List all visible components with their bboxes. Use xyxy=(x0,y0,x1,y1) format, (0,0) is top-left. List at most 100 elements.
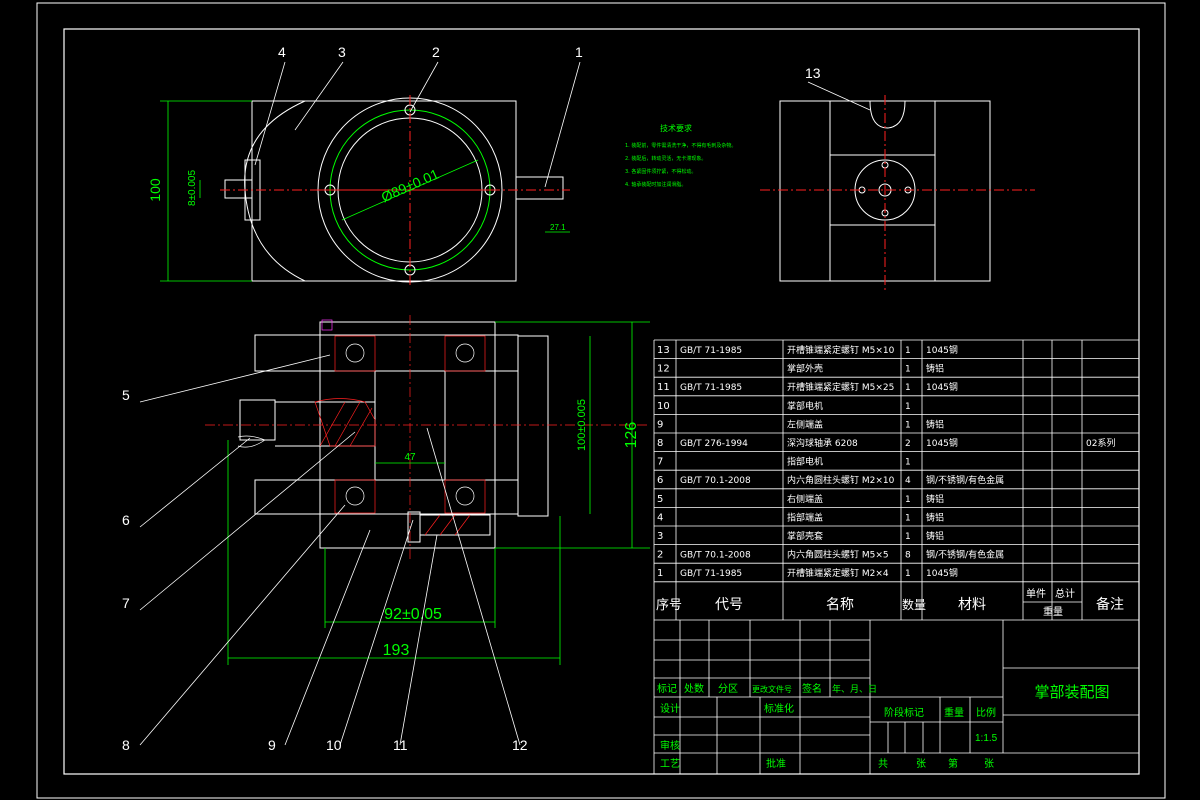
balloon-1: 1 xyxy=(575,44,583,60)
bearing-upper-right xyxy=(444,335,486,372)
note-line-3: 3. 各紧固件须拧紧，不得松动。 xyxy=(625,168,696,175)
tb-sheet-no: 第 xyxy=(948,757,958,770)
bom-h-material: 材料 xyxy=(958,597,986,613)
dim-top-height: 100 xyxy=(147,178,163,202)
bom-cell-no: 8 xyxy=(657,438,663,449)
tb-zone: 分区 xyxy=(718,683,738,695)
bom-cell-name: 掌部壳套 xyxy=(787,530,823,542)
bom-cell-name: 掌部电机 xyxy=(787,400,823,412)
dim-top-shaft: 8±0.005 xyxy=(187,170,198,207)
hatch-2 xyxy=(334,401,361,447)
leader-2 xyxy=(409,61,439,113)
bom-cell-code: GB/T 276-1994 xyxy=(680,439,748,449)
bom-h-code: 代号 xyxy=(715,597,743,613)
balloon-4: 4 xyxy=(278,44,286,60)
top-left-shaft xyxy=(224,179,253,199)
bom-cell-no: 4 xyxy=(657,512,663,523)
bom-cell-code: GB/T 70.1-2008 xyxy=(680,476,751,486)
bom-cell-material: 铸铝 xyxy=(926,493,944,505)
leader-11 xyxy=(399,534,438,746)
tb-stage: 阶段标记 xyxy=(884,706,924,719)
leader-12 xyxy=(426,427,521,746)
bearing-ball-ul xyxy=(345,343,365,363)
tb-mark: 标记 xyxy=(657,683,677,695)
bearing-upper-left xyxy=(334,335,376,372)
tb-date: 年、月、日 xyxy=(832,683,877,695)
balloon-10: 10 xyxy=(326,737,342,753)
bom-h-no: 序号 xyxy=(656,598,682,613)
bearing-lower-left xyxy=(334,479,376,514)
bom-cell-material: 1045钢 xyxy=(926,437,958,449)
balloon-leaders xyxy=(139,61,871,746)
front-right-boss xyxy=(517,335,549,517)
tb-review: 审核 xyxy=(660,739,680,752)
bom-cell-material: 钢/不锈钢/有色金属 xyxy=(926,549,1004,561)
top-right-shaft xyxy=(515,176,564,200)
leader-9 xyxy=(284,529,371,746)
finger-hatch-area xyxy=(314,398,376,447)
balloon-12: 12 xyxy=(512,737,528,753)
hatch-4 xyxy=(424,514,441,536)
bom-h-qty: 数量 xyxy=(902,597,926,612)
leader-13 xyxy=(807,81,871,111)
note-line-4: 4. 轴承装配时加注润滑脂。 xyxy=(625,181,686,188)
front-screw-head xyxy=(321,319,333,331)
leader-6 xyxy=(139,437,251,528)
balloon-8: 8 xyxy=(122,737,130,753)
bom-cell-code: GB/T 71-1985 xyxy=(680,569,742,579)
side-notch xyxy=(869,100,906,129)
bearing-ball-ll xyxy=(345,486,365,506)
hatch-1 xyxy=(319,401,346,447)
bom-h-weight: 重量 xyxy=(1043,605,1063,618)
dim-front-47: 47 xyxy=(404,452,416,463)
dim-front-193: 193 xyxy=(383,642,410,659)
title-block-labels: 标记 处数 分区 更改文件号 签名 年、月、日 设计 标准化 阶段标记 重量 比… xyxy=(657,682,996,770)
inner-frame xyxy=(63,28,1140,775)
bom-cell-name: 掌部外壳 xyxy=(787,363,823,375)
bom-cell-qty: 1 xyxy=(905,513,911,523)
balloon-11: 11 xyxy=(393,737,408,753)
bom-cell-qty: 2 xyxy=(905,439,911,449)
leader-7 xyxy=(139,431,356,611)
bom-cell-no: 2 xyxy=(657,550,663,561)
bom-cell-name: 指部电机 xyxy=(787,456,823,468)
outer-frame xyxy=(36,2,1166,799)
bom-cell-qty: 1 xyxy=(905,532,911,542)
balloon-3: 3 xyxy=(338,44,346,60)
bom-cell-qty: 1 xyxy=(905,402,911,412)
bearing-ball-lr xyxy=(455,486,475,506)
bom-cell-name: 右侧端盖 xyxy=(787,493,823,505)
bom-cell-no: 5 xyxy=(657,494,663,505)
bom-h-total: 总计 xyxy=(1055,587,1075,600)
bom-cell-material: 1045钢 xyxy=(926,567,958,579)
balloon-6: 6 xyxy=(122,512,130,528)
bom-cell-no: 9 xyxy=(657,419,663,430)
tb-total-sheets: 共 xyxy=(878,758,888,770)
bearing-lower-right xyxy=(444,479,486,514)
top-view xyxy=(220,95,570,285)
front-set-screw xyxy=(407,511,421,543)
bom-header: 序号 代号 名称 数量 材料 单件 总计 重量 备注 xyxy=(656,587,1124,618)
leader-10 xyxy=(339,519,414,746)
tb-approve: 批准 xyxy=(766,757,786,770)
hatch-3 xyxy=(349,407,373,447)
bom-cell-no: 1 xyxy=(657,568,663,579)
dim-front-inner: 100±0.005 xyxy=(576,399,588,451)
top-view-dimensions xyxy=(160,100,570,282)
front-main-body xyxy=(319,321,496,549)
tb-process: 工艺 xyxy=(660,758,680,770)
bom-cell-name: 指部端盖 xyxy=(787,511,823,523)
bom-cell-qty: 1 xyxy=(905,346,911,356)
tb-design: 设计 xyxy=(660,702,680,715)
side-view xyxy=(760,95,1035,290)
bom-cell-no: 12 xyxy=(657,364,670,375)
